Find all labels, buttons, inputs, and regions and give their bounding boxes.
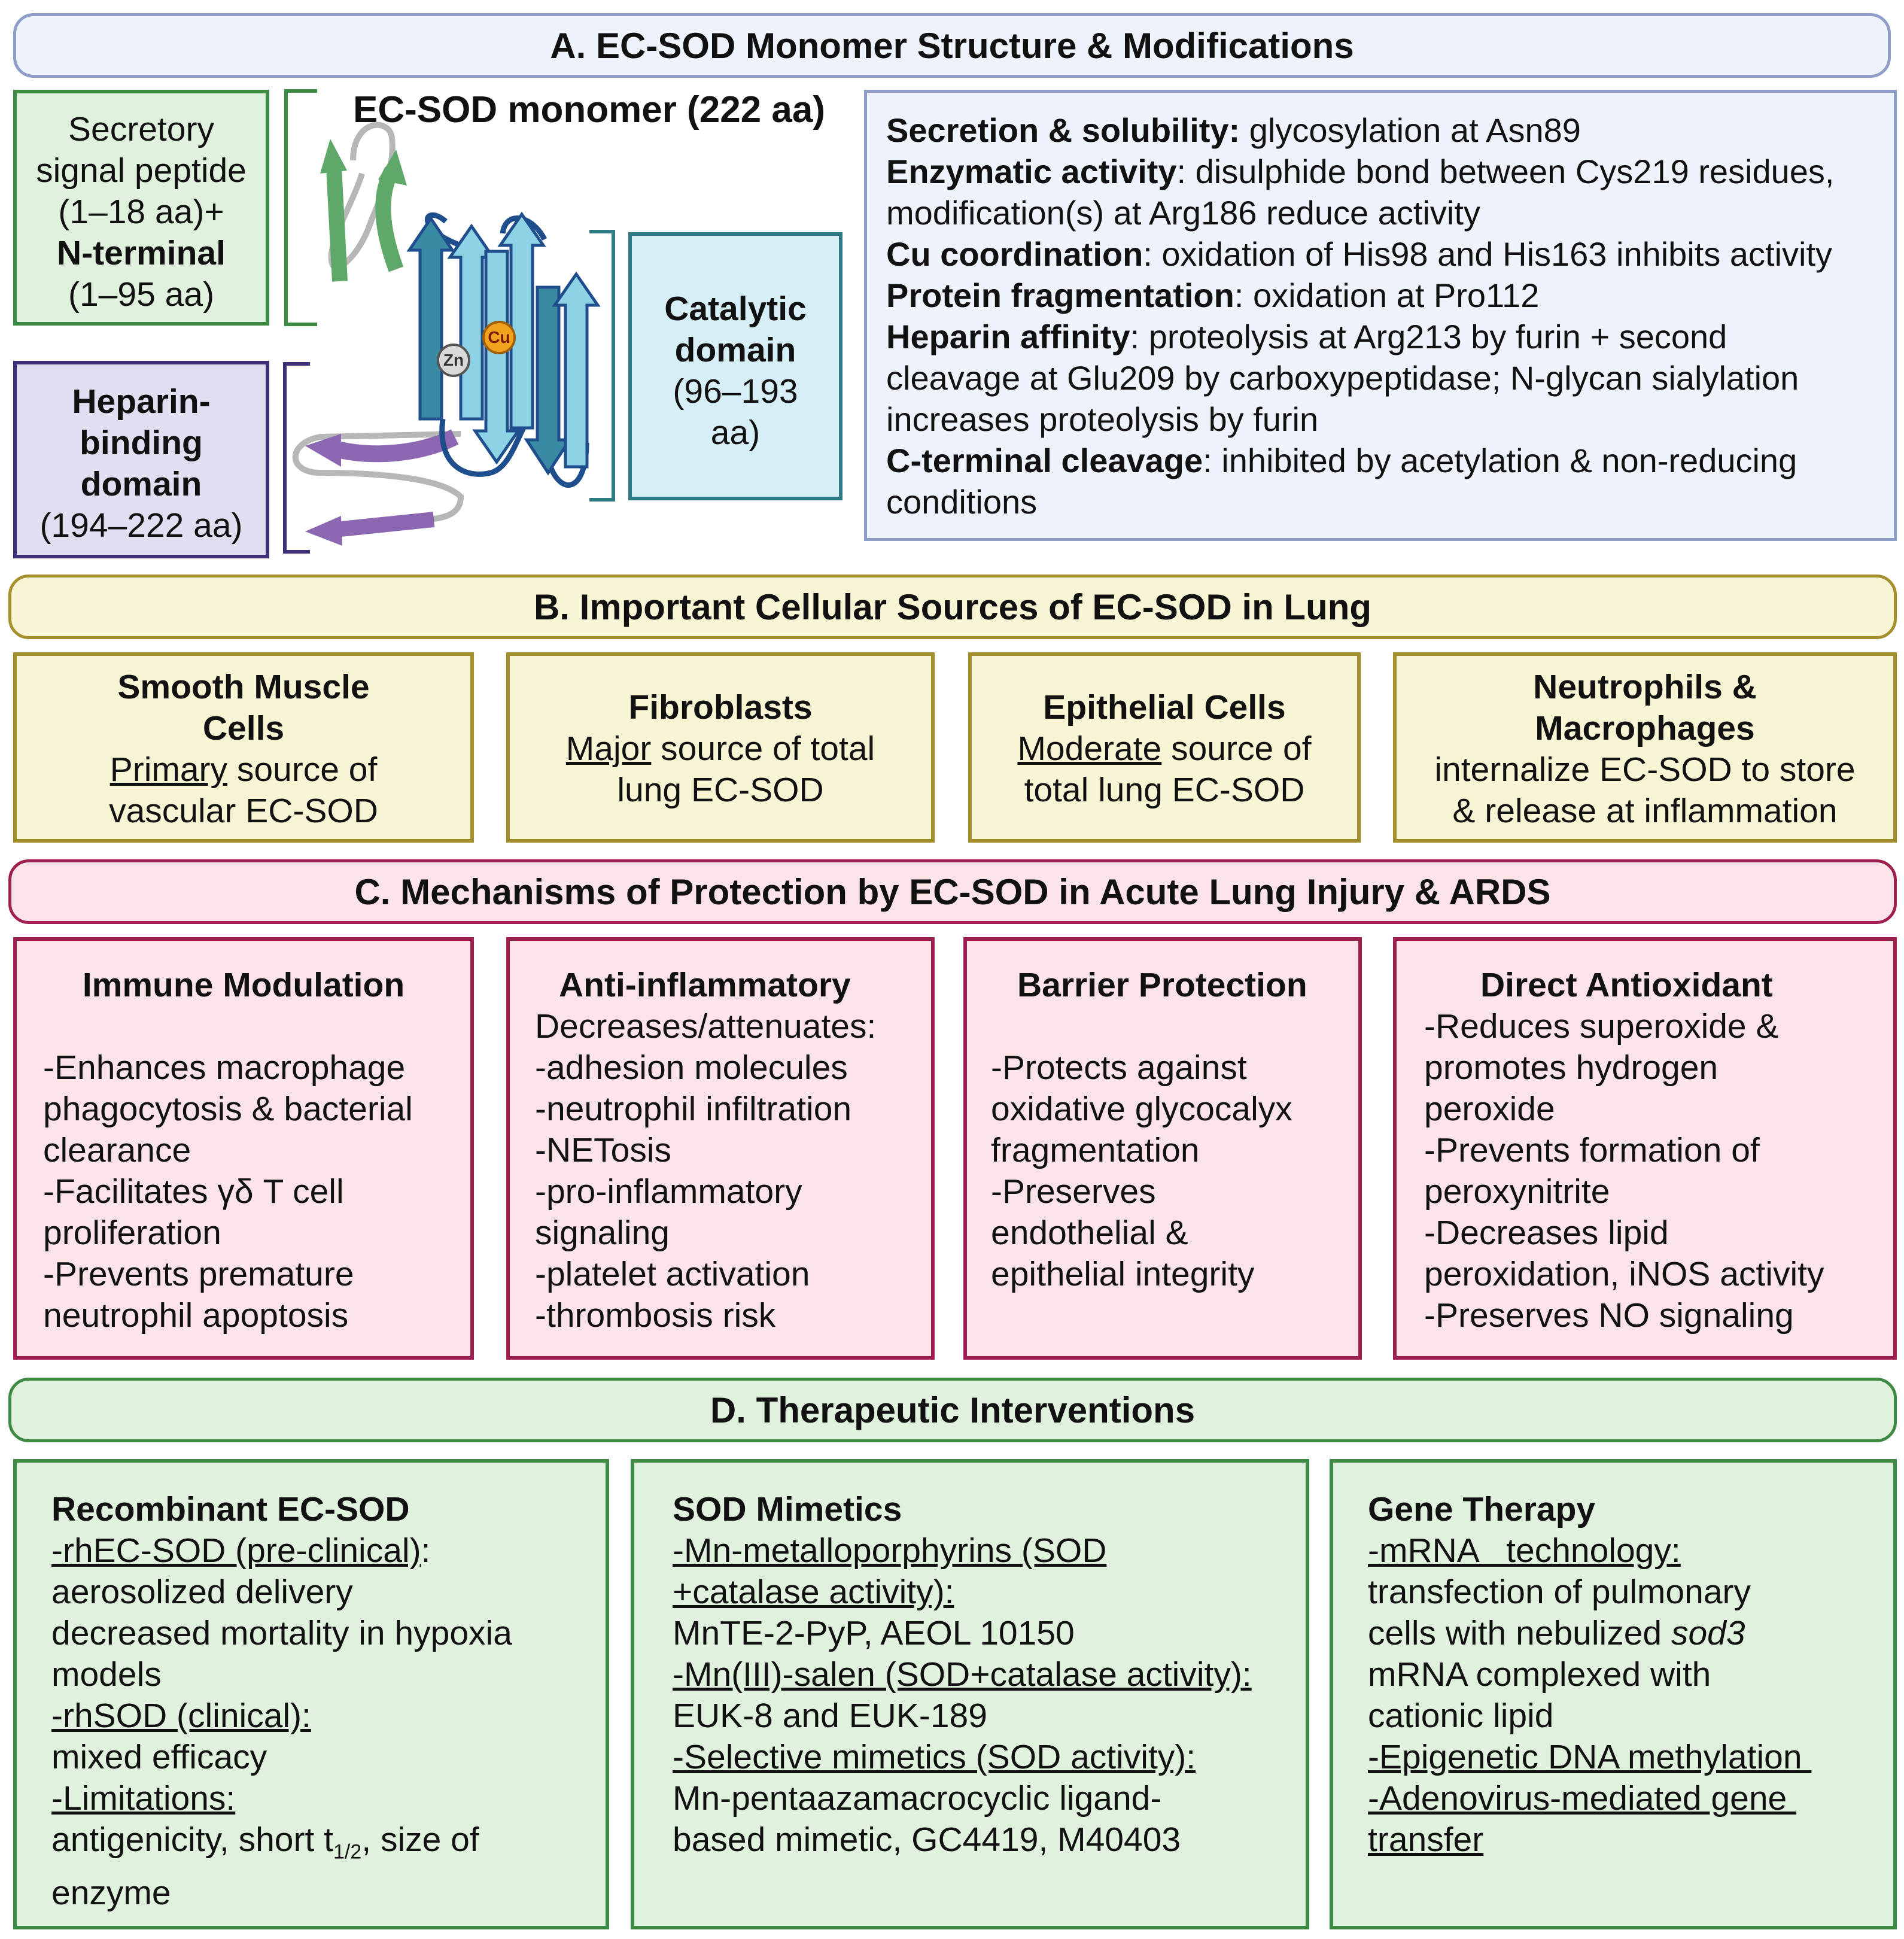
signal-bracket xyxy=(284,89,317,326)
catalytic-bracket-left xyxy=(589,230,615,502)
therapy-sod-mimetics: SOD Mimetics -Mn-metalloporphyrins (SOD … xyxy=(631,1459,1309,1929)
heparin-line-3: domain xyxy=(80,465,202,503)
signal-line-2: signal peptide xyxy=(36,151,247,190)
signal-peptide-box: Secretory signal peptide (1–18 aa)+ N-te… xyxy=(13,90,269,326)
mechanism-immune-modulation: Immune Modulation -Enhances macrophage p… xyxy=(13,937,474,1360)
mod-secretion: Secretion & solubility: glycosylation at… xyxy=(886,111,1581,149)
mod-heparin-affinity: Heparin affinity: proteolysis at Arg213 … xyxy=(886,318,1799,438)
mod-cu-coordination: Cu coordination: oxidation of His98 and … xyxy=(886,235,1833,273)
cu-ion xyxy=(482,321,516,354)
source-neutrophils-macrophages: Neutrophils & Macrophages internalize EC… xyxy=(1393,652,1897,843)
protein-structure-illustration xyxy=(283,89,615,554)
panel-a-header: A. EC-SOD Monomer Structure & Modificati… xyxy=(13,13,1891,78)
zn-ion xyxy=(437,344,470,377)
panel-c-title: C. Mechanisms of Protection by EC-SOD in… xyxy=(354,871,1551,912)
heparin-line-4: (194–222 aa) xyxy=(39,506,243,545)
catalytic-line-1: Catalytic xyxy=(664,290,807,328)
signal-line-4: N-terminal xyxy=(57,234,226,272)
therapy-gene-therapy: Gene Therapy -mRNA technology: transfect… xyxy=(1330,1459,1897,1929)
mechanism-direct-antioxidant: Direct Antioxidant -Reduces superoxide &… xyxy=(1393,937,1897,1360)
heparin-line-1: Heparin- xyxy=(72,382,211,421)
source-fibroblasts: Fibroblasts Major source of total lung E… xyxy=(506,652,935,843)
therapy-recombinant-ec-sod: Recombinant EC-SOD -rhEC-SOD (pre-clinic… xyxy=(13,1459,609,1929)
catalytic-line-4: aa) xyxy=(710,414,761,452)
monomer-title: EC-SOD monomer (222 aa) xyxy=(353,89,825,130)
mechanism-barrier-protection: Barrier Protection -Protects against oxi… xyxy=(963,937,1362,1360)
modifications-box: Secretion & solubility: glycosylation at… xyxy=(864,90,1897,541)
panel-b-header: B. Important Cellular Sources of EC-SOD … xyxy=(8,575,1897,639)
catalytic-line-2: domain xyxy=(674,331,796,369)
signal-line-3: (1–18 aa)+ xyxy=(58,193,224,231)
panel-c-header: C. Mechanisms of Protection by EC-SOD in… xyxy=(8,859,1897,924)
mod-c-terminal: C-terminal cleavage: inhibited by acetyl… xyxy=(886,442,1797,521)
catalytic-domain-box: Catalytic domain (96–193 aa) xyxy=(628,232,842,500)
source-epithelial: Epithelial Cells Moderate source of tota… xyxy=(968,652,1361,843)
signal-line-1: Secretory xyxy=(68,110,214,148)
source-smooth-muscle: Smooth Muscle Cells Primary source of va… xyxy=(13,652,474,843)
catalytic-line-3: (96–193 xyxy=(673,372,798,411)
panel-a-title: A. EC-SOD Monomer Structure & Modificati… xyxy=(550,25,1354,66)
zn-label: Zn xyxy=(443,351,464,369)
mod-enzymatic: Enzymatic activity: disulphide bond betw… xyxy=(886,153,1835,232)
cu-label: Cu xyxy=(488,328,510,347)
mod-fragmentation: Protein fragmentation: oxidation at Pro1… xyxy=(886,276,1540,314)
panel-d-header: D. Therapeutic Interventions xyxy=(8,1378,1897,1442)
heparin-bracket xyxy=(283,362,310,554)
mechanism-anti-inflammatory: Anti-inflammatory Decreases/attenuates: … xyxy=(506,937,935,1360)
signal-line-5: (1–95 aa) xyxy=(68,275,214,314)
panel-b-title: B. Important Cellular Sources of EC-SOD … xyxy=(533,586,1372,627)
heparin-binding-box: Heparin- binding domain (194–222 aa) xyxy=(13,361,269,558)
panel-d-title: D. Therapeutic Interventions xyxy=(710,1390,1196,1430)
heparin-line-2: binding xyxy=(80,424,203,462)
